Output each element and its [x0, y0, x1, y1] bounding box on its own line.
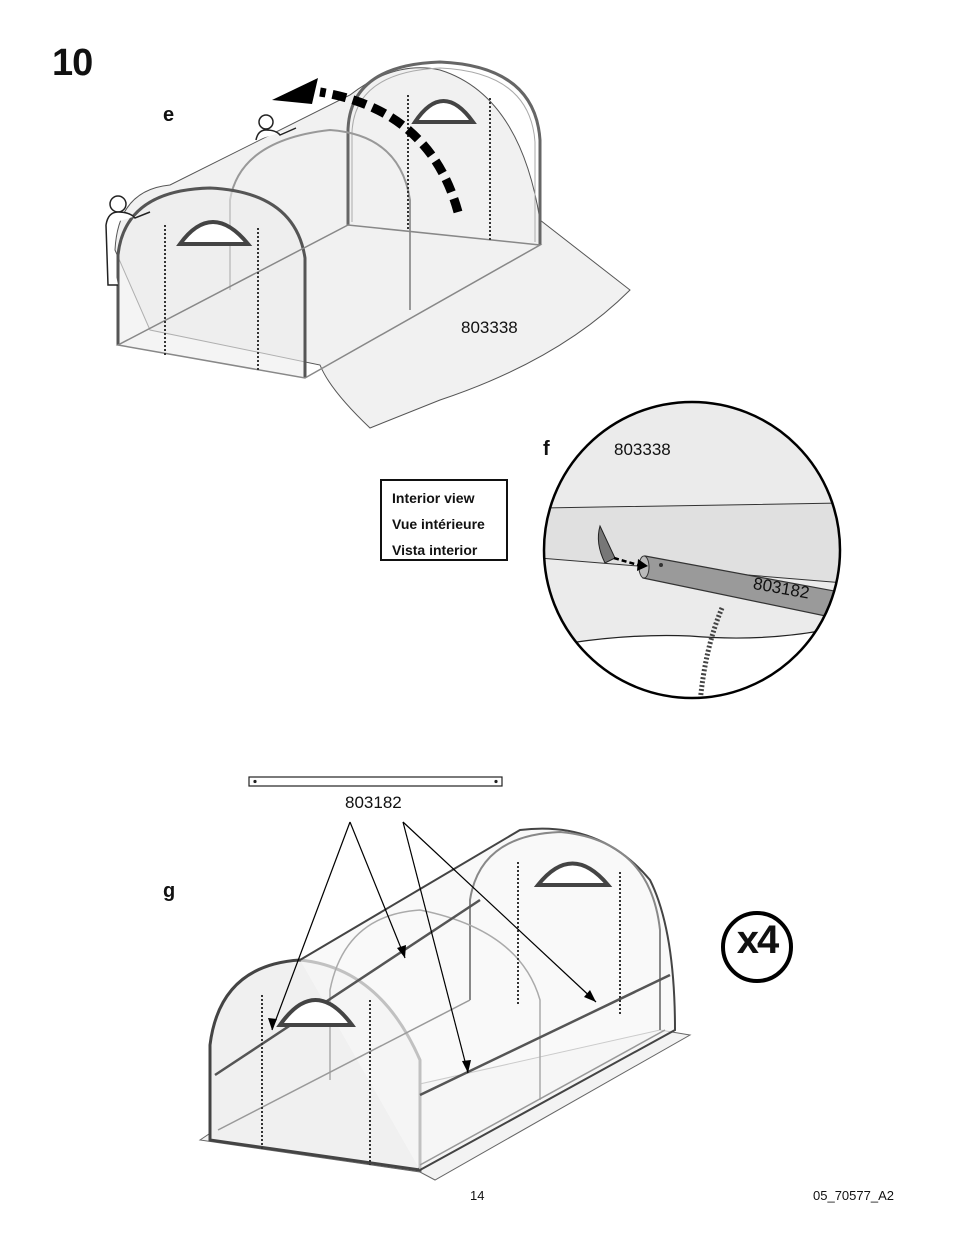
person-icon-back: [255, 114, 297, 141]
vent-window-back-g: [533, 861, 613, 887]
vent-window-front-g: [276, 998, 356, 1027]
part-number-cover-f: 803338: [614, 440, 671, 459]
part-number-cover-e: 803338: [461, 318, 518, 337]
back-arch-g: [469, 830, 661, 1030]
zipper-detail: [697, 607, 725, 698]
pipe-hole: [659, 563, 663, 567]
quantity-label: x4: [736, 918, 780, 962]
vent-window-front-e: [176, 220, 253, 246]
document-code: 05_70577_A2: [813, 1188, 894, 1203]
insert-arrow: [613, 556, 639, 567]
legend-line-fr: Vue intérieure: [392, 516, 485, 532]
cover-sleeve-band: [544, 502, 840, 584]
insert-arrowhead-icon: [637, 559, 648, 571]
crossbar-right-upper: [419, 973, 671, 1097]
base-rail-right: [419, 1029, 666, 1166]
crossbar-left-upper: [214, 898, 481, 1077]
pull-direction-arrow: [319, 87, 463, 214]
legend-line-es: Vista interior: [392, 542, 478, 558]
callout-arrows: [271, 821, 597, 1074]
middle-arch-e: [229, 128, 411, 310]
base-frame-e: [115, 224, 543, 379]
middle-arch-g: [329, 909, 541, 1100]
detail-circle-f: [542, 400, 842, 700]
legend-line-en: Interior view: [392, 490, 475, 506]
substep-g-label: g: [163, 880, 176, 902]
step-number: 10: [52, 42, 93, 84]
detail-circle-outline: [542, 400, 842, 700]
pin-icon: [597, 524, 616, 564]
vent-window-back-e: [411, 99, 477, 124]
arrowhead-icon: [272, 78, 318, 104]
quantity-badge: [721, 911, 793, 983]
part-number-pipe-g: 803182: [345, 793, 402, 812]
person-icon-front: [105, 195, 151, 286]
substep-e-label: e: [163, 104, 175, 126]
callout-arrowhead-icons: [268, 945, 596, 1073]
substep-f-label: f: [543, 438, 550, 460]
base-rail-left: [217, 999, 471, 1131]
interior-view-legend: Interior view Vue intérieure Vista inter…: [380, 479, 508, 561]
page-number: 14: [470, 1188, 485, 1203]
pipe-icon-803182: [248, 776, 503, 787]
